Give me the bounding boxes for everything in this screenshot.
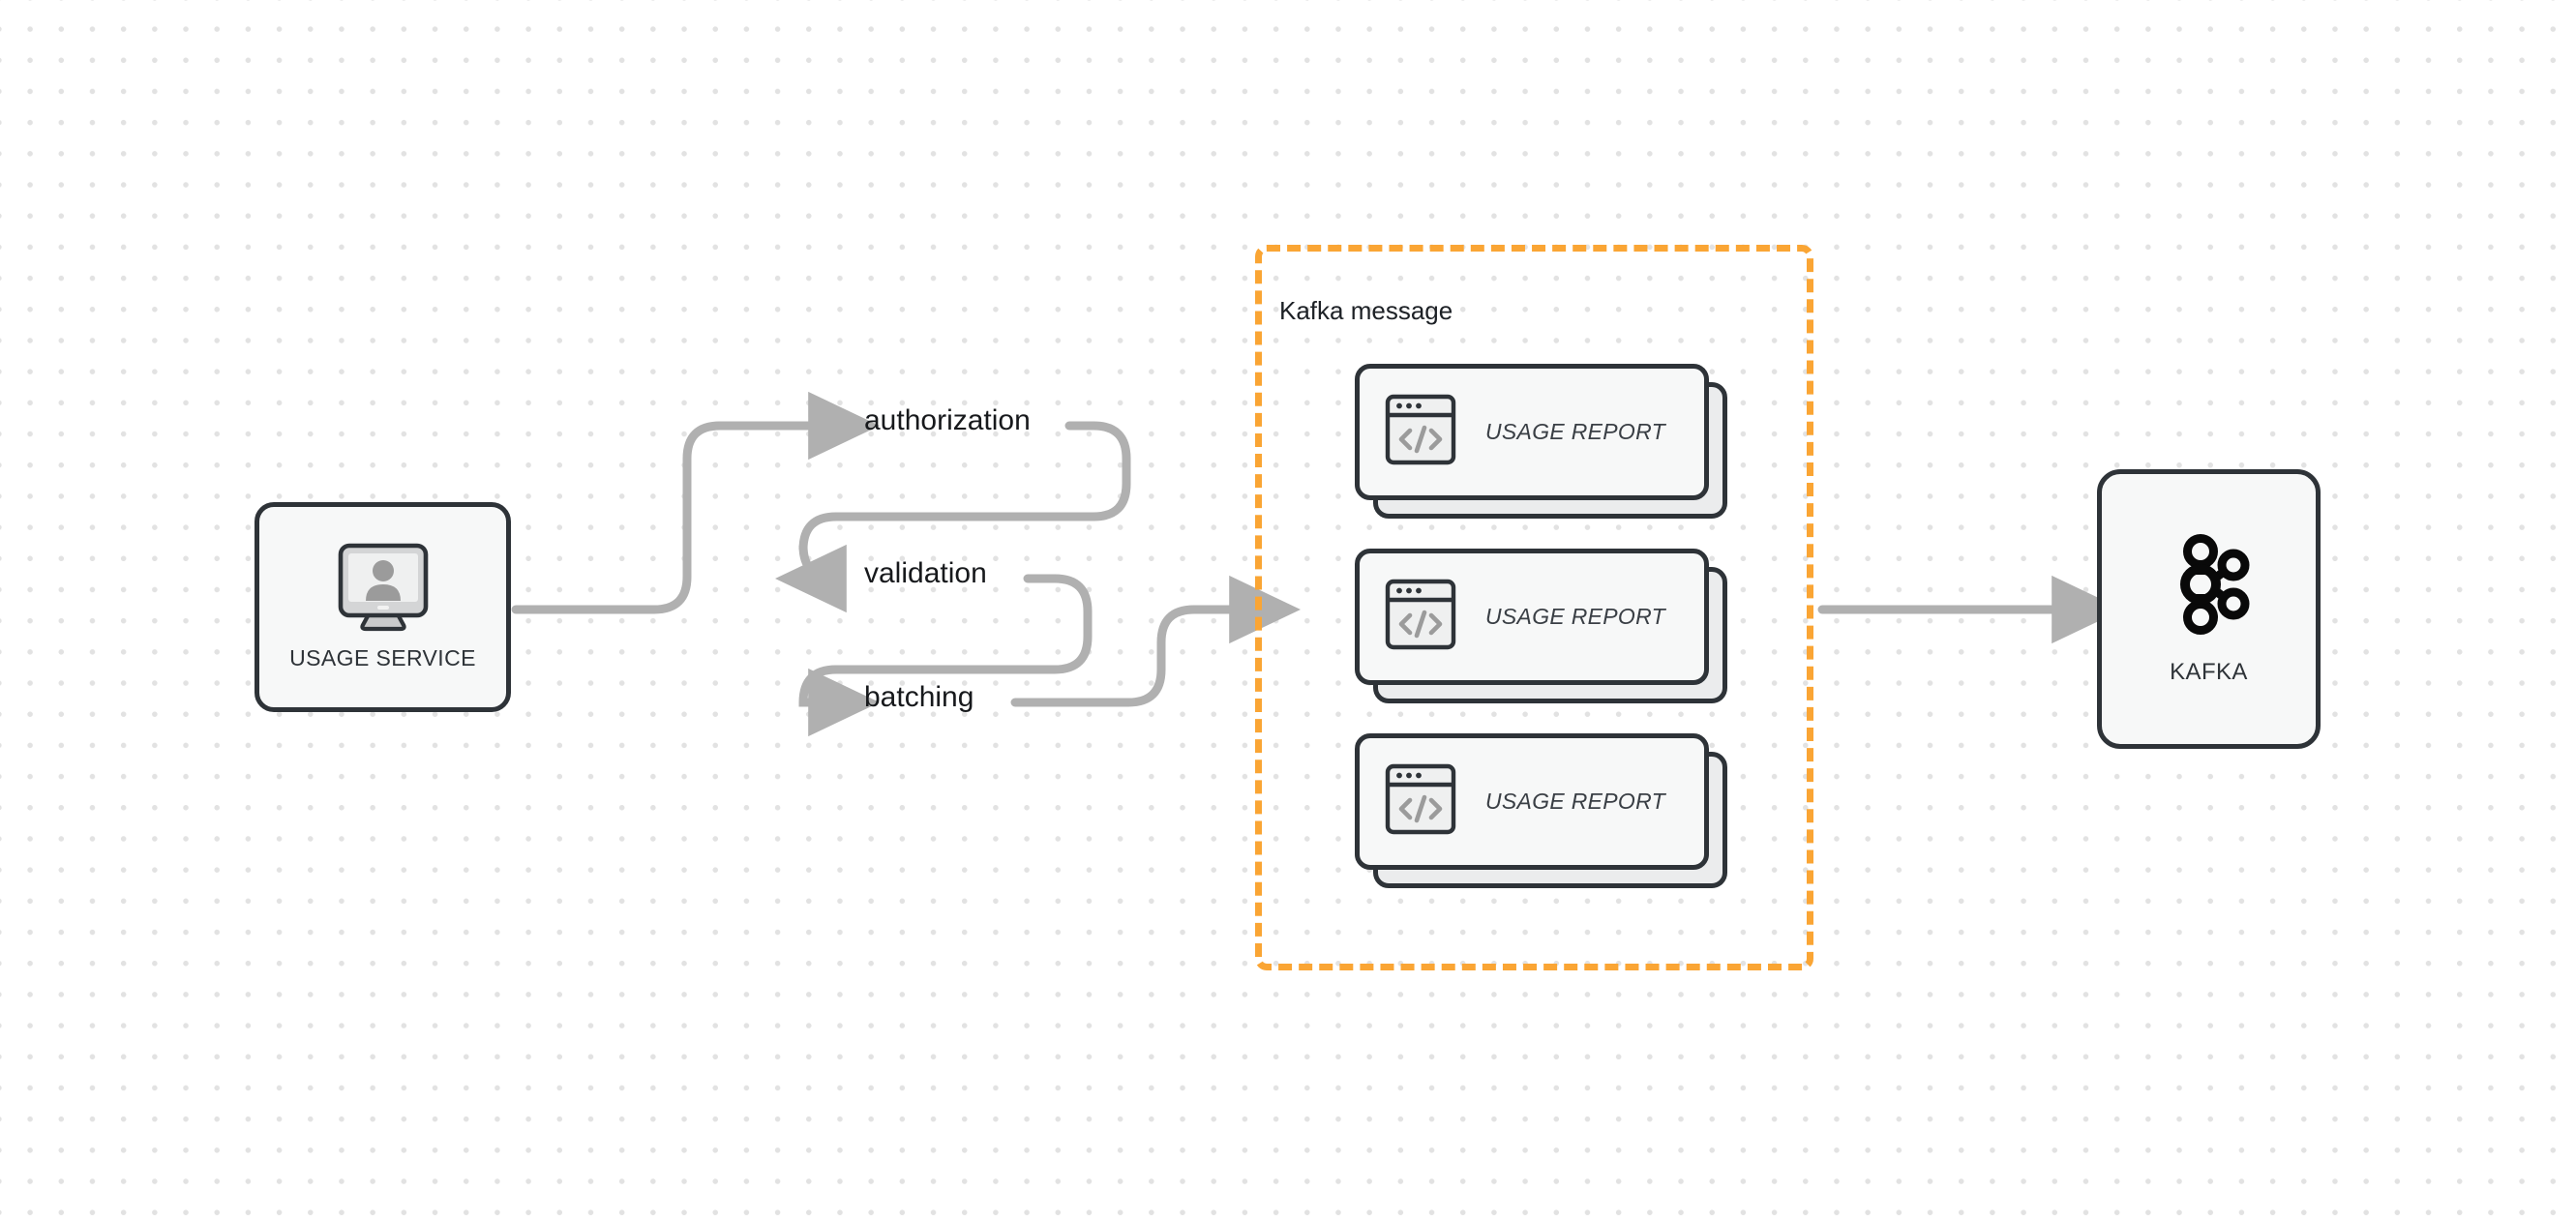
node-usage-service-label: USAGE SERVICE — [289, 645, 476, 670]
code-window-icon — [1385, 394, 1456, 470]
usage-report-card[interactable]: USAGE REPORT — [1355, 364, 1727, 519]
usage-report-card-label: USAGE REPORT — [1485, 604, 1665, 629]
usage-report-card-label: USAGE REPORT — [1485, 419, 1665, 444]
code-window-icon — [1385, 763, 1456, 840]
node-usage-service[interactable]: USAGE SERVICE — [255, 502, 511, 712]
usage-report-card[interactable]: USAGE REPORT — [1355, 549, 1727, 703]
connector-validation-to-batching — [798, 574, 1093, 737]
step-label-batching: batching — [864, 681, 974, 713]
group-kafka-message-title: Kafka message — [1279, 296, 1453, 325]
group-kafka-message — [1255, 245, 1813, 970]
usage-report-card[interactable]: USAGE REPORT — [1355, 733, 1727, 888]
node-kafka-label: KAFKA — [2170, 659, 2248, 685]
code-window-icon — [1385, 579, 1456, 655]
monitor-user-icon — [337, 543, 430, 632]
node-kafka[interactable]: KAFKA — [2097, 469, 2321, 749]
step-label-validation: validation — [864, 557, 987, 589]
usage-report-card-label: USAGE REPORT — [1485, 789, 1665, 814]
connector-batching-to-kafka-message — [1010, 575, 1301, 707]
connector-authorization-to-validation — [775, 421, 1131, 613]
step-label-authorization: authorization — [864, 404, 1031, 436]
connector-usage-service-to-authorization — [511, 391, 880, 614]
kafka-logo-icon — [2163, 532, 2256, 640]
